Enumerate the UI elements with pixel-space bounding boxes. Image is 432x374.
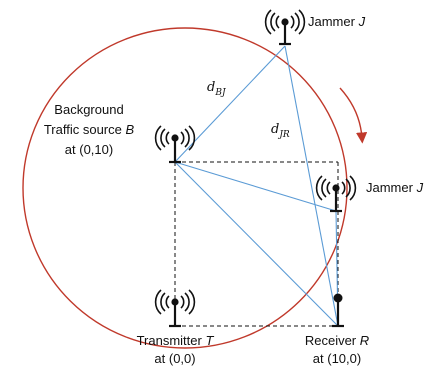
radio-tower-icon bbox=[154, 125, 196, 164]
link-b-jright bbox=[174, 161, 337, 212]
rotation-arrow bbox=[339, 87, 368, 144]
radio-tower-icon bbox=[264, 9, 306, 46]
jammer-trajectory-circle bbox=[22, 27, 348, 349]
link-b-r bbox=[174, 161, 339, 327]
transmitter-label: Transmitter T bbox=[137, 333, 215, 348]
jammer-right-label: Jammer J bbox=[366, 180, 424, 195]
receiver-coord-label: at (10,0) bbox=[313, 351, 361, 366]
receiver-label: Receiver R bbox=[305, 333, 369, 348]
radio-tower-icon bbox=[154, 289, 196, 328]
link-b-jtop bbox=[174, 45, 286, 163]
background-label-line2: Traffic source B bbox=[44, 122, 135, 137]
background-coord-label: at (0,10) bbox=[65, 142, 113, 157]
receiver-node-icon bbox=[332, 293, 344, 328]
radio-tower-icon bbox=[315, 175, 357, 213]
jammer-top-label: Jammer J bbox=[308, 14, 366, 29]
link-jtop-r bbox=[284, 45, 339, 327]
distance-jr-label: dJR bbox=[271, 122, 290, 140]
distance-bj-label: dBJ bbox=[207, 80, 227, 98]
transmitter-coord-label: at (0,0) bbox=[154, 351, 195, 366]
background-label-line1: Background bbox=[54, 102, 123, 117]
